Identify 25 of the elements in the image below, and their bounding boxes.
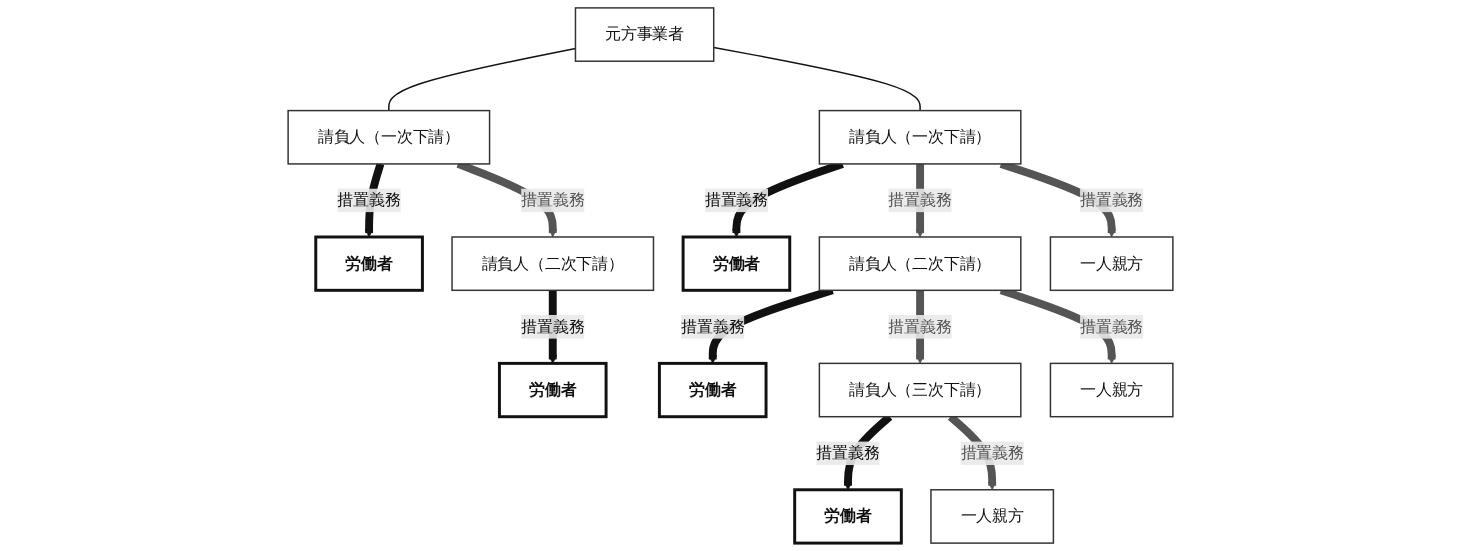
edge-label: 措置義務	[816, 443, 880, 463]
node-box: 労働者	[793, 488, 903, 545]
node-box: 労働者	[314, 235, 424, 292]
node-box: 一人親方	[1049, 236, 1174, 292]
node-box: 元方事業者	[574, 7, 715, 62]
node-box: 請負人（一次下請）	[818, 109, 1022, 165]
node-box: 労働者	[657, 361, 768, 419]
edge-label: 措置義務	[704, 190, 769, 210]
node-box: 請負人（二次下請）	[818, 236, 1022, 292]
node-box: 請負人（三次下請）	[818, 362, 1022, 418]
edge-label: 措置義務	[521, 190, 585, 210]
node-box: 一人親方	[930, 489, 1055, 544]
edge-label: 措置義務	[521, 316, 585, 336]
node-box: 労働者	[497, 361, 608, 419]
edge-label: 措置義務	[960, 443, 1024, 463]
edge-label: 措置義務	[1080, 190, 1144, 210]
node-box: 請負人（二次下請）	[451, 236, 655, 292]
edge-label: 措置義務	[337, 190, 401, 210]
node-box: 労働者	[681, 235, 792, 292]
node-box: 一人親方	[1049, 362, 1174, 418]
node-box: 請負人（一次下請）	[287, 109, 491, 165]
edge-label: 措置義務	[681, 316, 745, 336]
edge-label: 措置義務	[1080, 316, 1144, 336]
edge-label: 措置義務	[888, 316, 952, 336]
edge-label: 措置義務	[888, 190, 952, 210]
